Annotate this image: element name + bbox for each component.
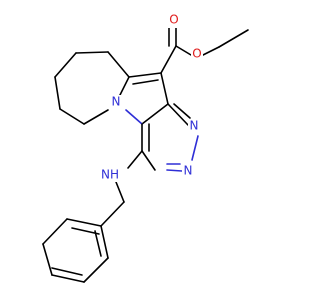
bond-pyrrole-n-c [125,109,143,125]
bond-phenyl-3 [42,243,53,276]
bond-ch2-phenyl [100,201,125,227]
bond-phenyl-double-3 [94,230,102,257]
bond-azepane-1 [107,51,130,78]
oxygen-ester-label-background [191,46,203,61]
bond-pyrrole-top-1 [128,72,162,78]
nitrogen-pyrimidine-top-label-background [188,119,200,134]
nitrogen-ring-bridge-label-background [110,95,122,110]
bond-phenyl-5 [83,257,109,283]
structure-canvas: O O N N N NH [42,12,249,283]
nitrogen-ring-bridge-label: N [112,95,121,109]
bond-pyrimidine-2 [173,103,191,119]
bond-azepane-6 [83,109,109,125]
bond-pyrrole-right-top [160,72,169,105]
bond-pyrimidine-5 [141,150,156,171]
bond-pyrimidine-3 [191,135,199,161]
nitrogen-pyrimidine-top-label: N [190,119,199,133]
amine-label-background [100,167,121,182]
bond-azepane-3 [54,52,77,78]
nitrogen-pyrimidine-bottom-label: N [184,164,193,178]
bond-carbonyl-c-ring [160,45,177,74]
bond-pyrimidine-4 [166,169,183,172]
amine-label: NH [101,168,119,182]
bond-phenyl-4 [51,274,85,283]
bond-ethyl-ch3-ch2 [218,29,249,48]
nitrogen-pyrimidine-bottom-label-background [182,163,194,178]
bond-pyrimidine-1 [167,103,189,126]
bond-c-nh [127,150,143,169]
oxygen-carbonyl-label-background [168,13,180,28]
bond-azepane-5 [59,108,85,125]
bond-pyrrole-right [141,103,169,125]
bond-azepane-2 [75,51,109,54]
bond-azepane-4 [54,76,61,110]
oxygen-carbonyl-label: O [169,13,178,27]
molecule-structure: O O N N N NH [42,13,249,283]
bond-pyrrole-top-2 [132,79,159,85]
bond-phenyl-2 [42,218,68,245]
bond-ethyl-ch2-o [202,46,220,56]
bond-ester-o-carbonyl-c [175,45,192,56]
bond-phenyl-double-1 [71,227,100,235]
bond-nh-ch2 [115,181,125,203]
bond-phenyl-double-2 [51,267,83,276]
bond-phenyl-6 [100,225,109,259]
oxygen-ester-label: O [192,47,201,61]
bond-phenyl-1 [66,218,102,227]
